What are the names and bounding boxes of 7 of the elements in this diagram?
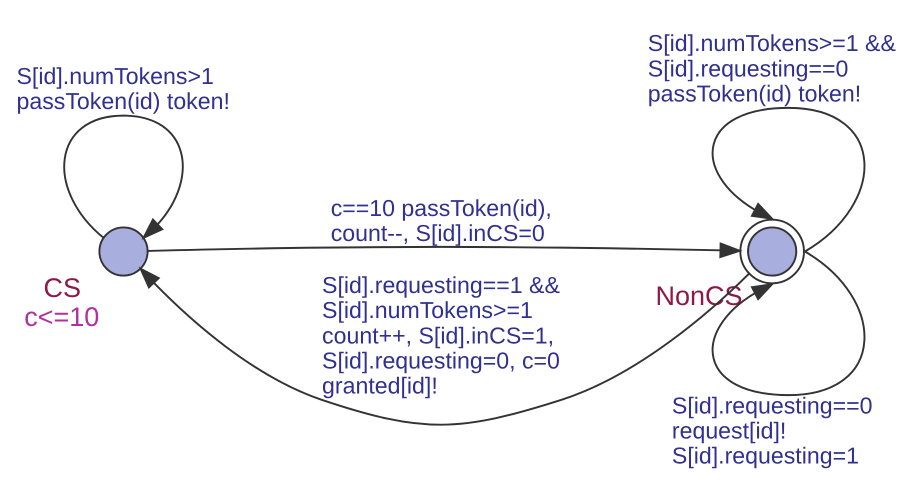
node-label: c<=10 <box>24 302 100 332</box>
node-label: CS <box>44 272 81 303</box>
edge-label: S[id].requesting==1 && S[id].numTokens>=1 count++, S[id].inCS=1, S[id].requesting=0, c=0 granted[id]! <box>322 272 560 398</box>
edge-label: S[id].numTokens>=1 && S[id].requesting==0 passToken(id) token! <box>648 30 896 106</box>
edge-label: S[id].requesting==0 request[id]! S[id].requesting=1 <box>672 392 872 468</box>
edge-label: S[id].numTokens>1 passToken(id) token! <box>16 62 230 114</box>
edge-label: c==10 passToken(id), count--, S[id].inCS=0 <box>330 194 552 246</box>
